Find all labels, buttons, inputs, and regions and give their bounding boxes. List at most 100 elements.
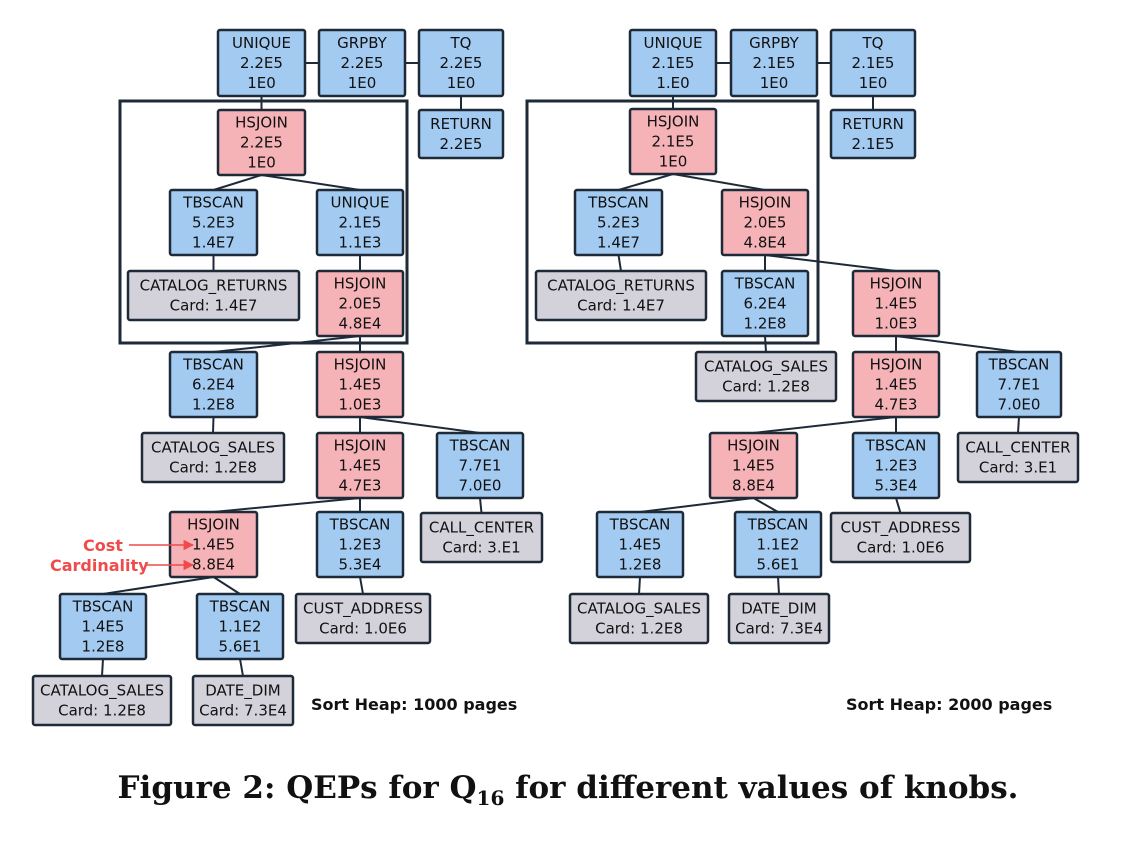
plan-edge xyxy=(618,173,674,191)
node-operator-label: CATALOG_SALES xyxy=(151,439,275,458)
plan-edge xyxy=(359,416,481,434)
plan-edge xyxy=(895,497,902,514)
node-value-label: 8.8E4 xyxy=(732,477,775,495)
plan-edge xyxy=(764,254,897,272)
node-operator-label: CUST_ADDRESS xyxy=(303,600,423,619)
node-value-label: 1.1E2 xyxy=(219,618,262,636)
node-value-label: Card: 1.2E8 xyxy=(58,702,146,720)
node-box xyxy=(628,107,718,176)
node-operator-label: TQ xyxy=(862,34,884,52)
plan-edge xyxy=(753,416,897,434)
node-value-label: 1.4E5 xyxy=(875,376,918,394)
node-value-label: 2.2E5 xyxy=(440,135,483,153)
node-operator-label: TBSCAN xyxy=(182,356,244,374)
node-value-label: Card: 1.0E6 xyxy=(857,539,945,557)
node-value-label: 2.1E5 xyxy=(339,214,382,232)
right-subplan-frame xyxy=(525,99,820,345)
node-operator-label: CATALOG_SALES xyxy=(577,600,701,619)
node-value-label: 5.6E1 xyxy=(219,638,262,656)
node-value-label: Card: 7.3E4 xyxy=(735,620,823,638)
node-value-label: 1E0 xyxy=(760,74,789,92)
node-operator-label: HSJOIN xyxy=(870,275,923,293)
node-value-label: Card: 3.E1 xyxy=(979,459,1057,477)
node-operator-label: TBSCAN xyxy=(865,437,927,455)
cost-cardinality-annotation: Cost Cardinality xyxy=(50,536,195,575)
node-value-label: 8.8E4 xyxy=(192,556,235,574)
node-operator-label: HSJOIN xyxy=(647,113,700,131)
node-value-label: 5.2E3 xyxy=(192,214,235,232)
node-value-label: 1E0 xyxy=(859,74,888,92)
node-value-label: Card: 1.4E7 xyxy=(170,297,258,315)
plan-edge xyxy=(672,173,766,191)
node-box xyxy=(573,188,664,257)
node-box xyxy=(435,431,525,500)
node-value-label: 7.7E1 xyxy=(459,457,502,475)
caption-prefix: Figure 2: QEPs for Q xyxy=(117,770,477,806)
plan-edge xyxy=(1017,416,1020,434)
node-box xyxy=(975,350,1063,419)
node-value-label: 4.7E3 xyxy=(875,396,918,414)
node-box xyxy=(168,188,259,257)
node-box xyxy=(417,28,505,98)
node-value-label: 1.2E8 xyxy=(744,315,787,333)
node-value-label: 4.8E4 xyxy=(339,315,382,333)
node-value-label: 1.4E7 xyxy=(597,234,640,252)
node-value-label: 6.2E4 xyxy=(744,295,787,313)
node-operator-label: TBSCAN xyxy=(609,516,671,534)
node-box xyxy=(595,510,685,579)
left-plan-note: Sort Heap: 1000 pages xyxy=(311,695,517,714)
node-box xyxy=(191,674,295,727)
node-operator-label: TQ xyxy=(450,34,472,52)
node-value-label: 2.1E5 xyxy=(753,54,796,72)
node-value-label: Card: 1.2E8 xyxy=(595,620,683,638)
node-value-label: 5.3E4 xyxy=(875,477,918,495)
plan-edge xyxy=(895,335,1020,353)
node-operator-label: CATALOG_SALES xyxy=(704,358,828,377)
node-value-label: 1.2E3 xyxy=(875,457,918,475)
node-value-label: 2.1E5 xyxy=(652,54,695,72)
plan-edge xyxy=(261,174,361,191)
node-operator-label: HSJOIN xyxy=(334,356,387,374)
qep-diagram: UNIQUE2.2E51E0GRPBY2.2E51E0TQ2.2E51E0RET… xyxy=(31,28,1080,727)
node-operator-label: TBSCAN xyxy=(587,194,649,212)
right-plan-note: Sort Heap: 2000 pages xyxy=(846,695,1052,714)
node-value-label: 1.2E8 xyxy=(619,556,662,574)
node-value-label: 2.1E5 xyxy=(652,133,695,151)
node-box xyxy=(694,350,838,403)
node-value-label: 4.8E4 xyxy=(744,234,787,252)
node-operator-label: CATALOG_SALES xyxy=(40,682,164,701)
node-value-label: 1.2E8 xyxy=(192,396,235,414)
node-operator-label: DATE_DIM xyxy=(205,682,280,701)
node-value-label: 1.4E5 xyxy=(875,295,918,313)
node-value-label: 4.7E3 xyxy=(339,477,382,495)
node-box xyxy=(568,592,710,645)
node-value-label: Card: 7.3E4 xyxy=(199,702,287,720)
node-operator-label: GRPBY xyxy=(337,34,388,52)
node-box xyxy=(851,431,941,500)
node-box xyxy=(851,350,941,419)
plan-edge xyxy=(479,497,483,514)
node-value-label: 1.2E8 xyxy=(82,638,125,656)
node-value-label: Card: 3.E1 xyxy=(442,539,520,557)
node-operator-label: TBSCAN xyxy=(988,356,1050,374)
node-value-label: 2.2E5 xyxy=(341,54,384,72)
plan-edge xyxy=(212,576,241,595)
node-value-label: 1.E0 xyxy=(656,74,689,92)
node-box xyxy=(829,511,972,564)
node-box xyxy=(708,431,799,500)
